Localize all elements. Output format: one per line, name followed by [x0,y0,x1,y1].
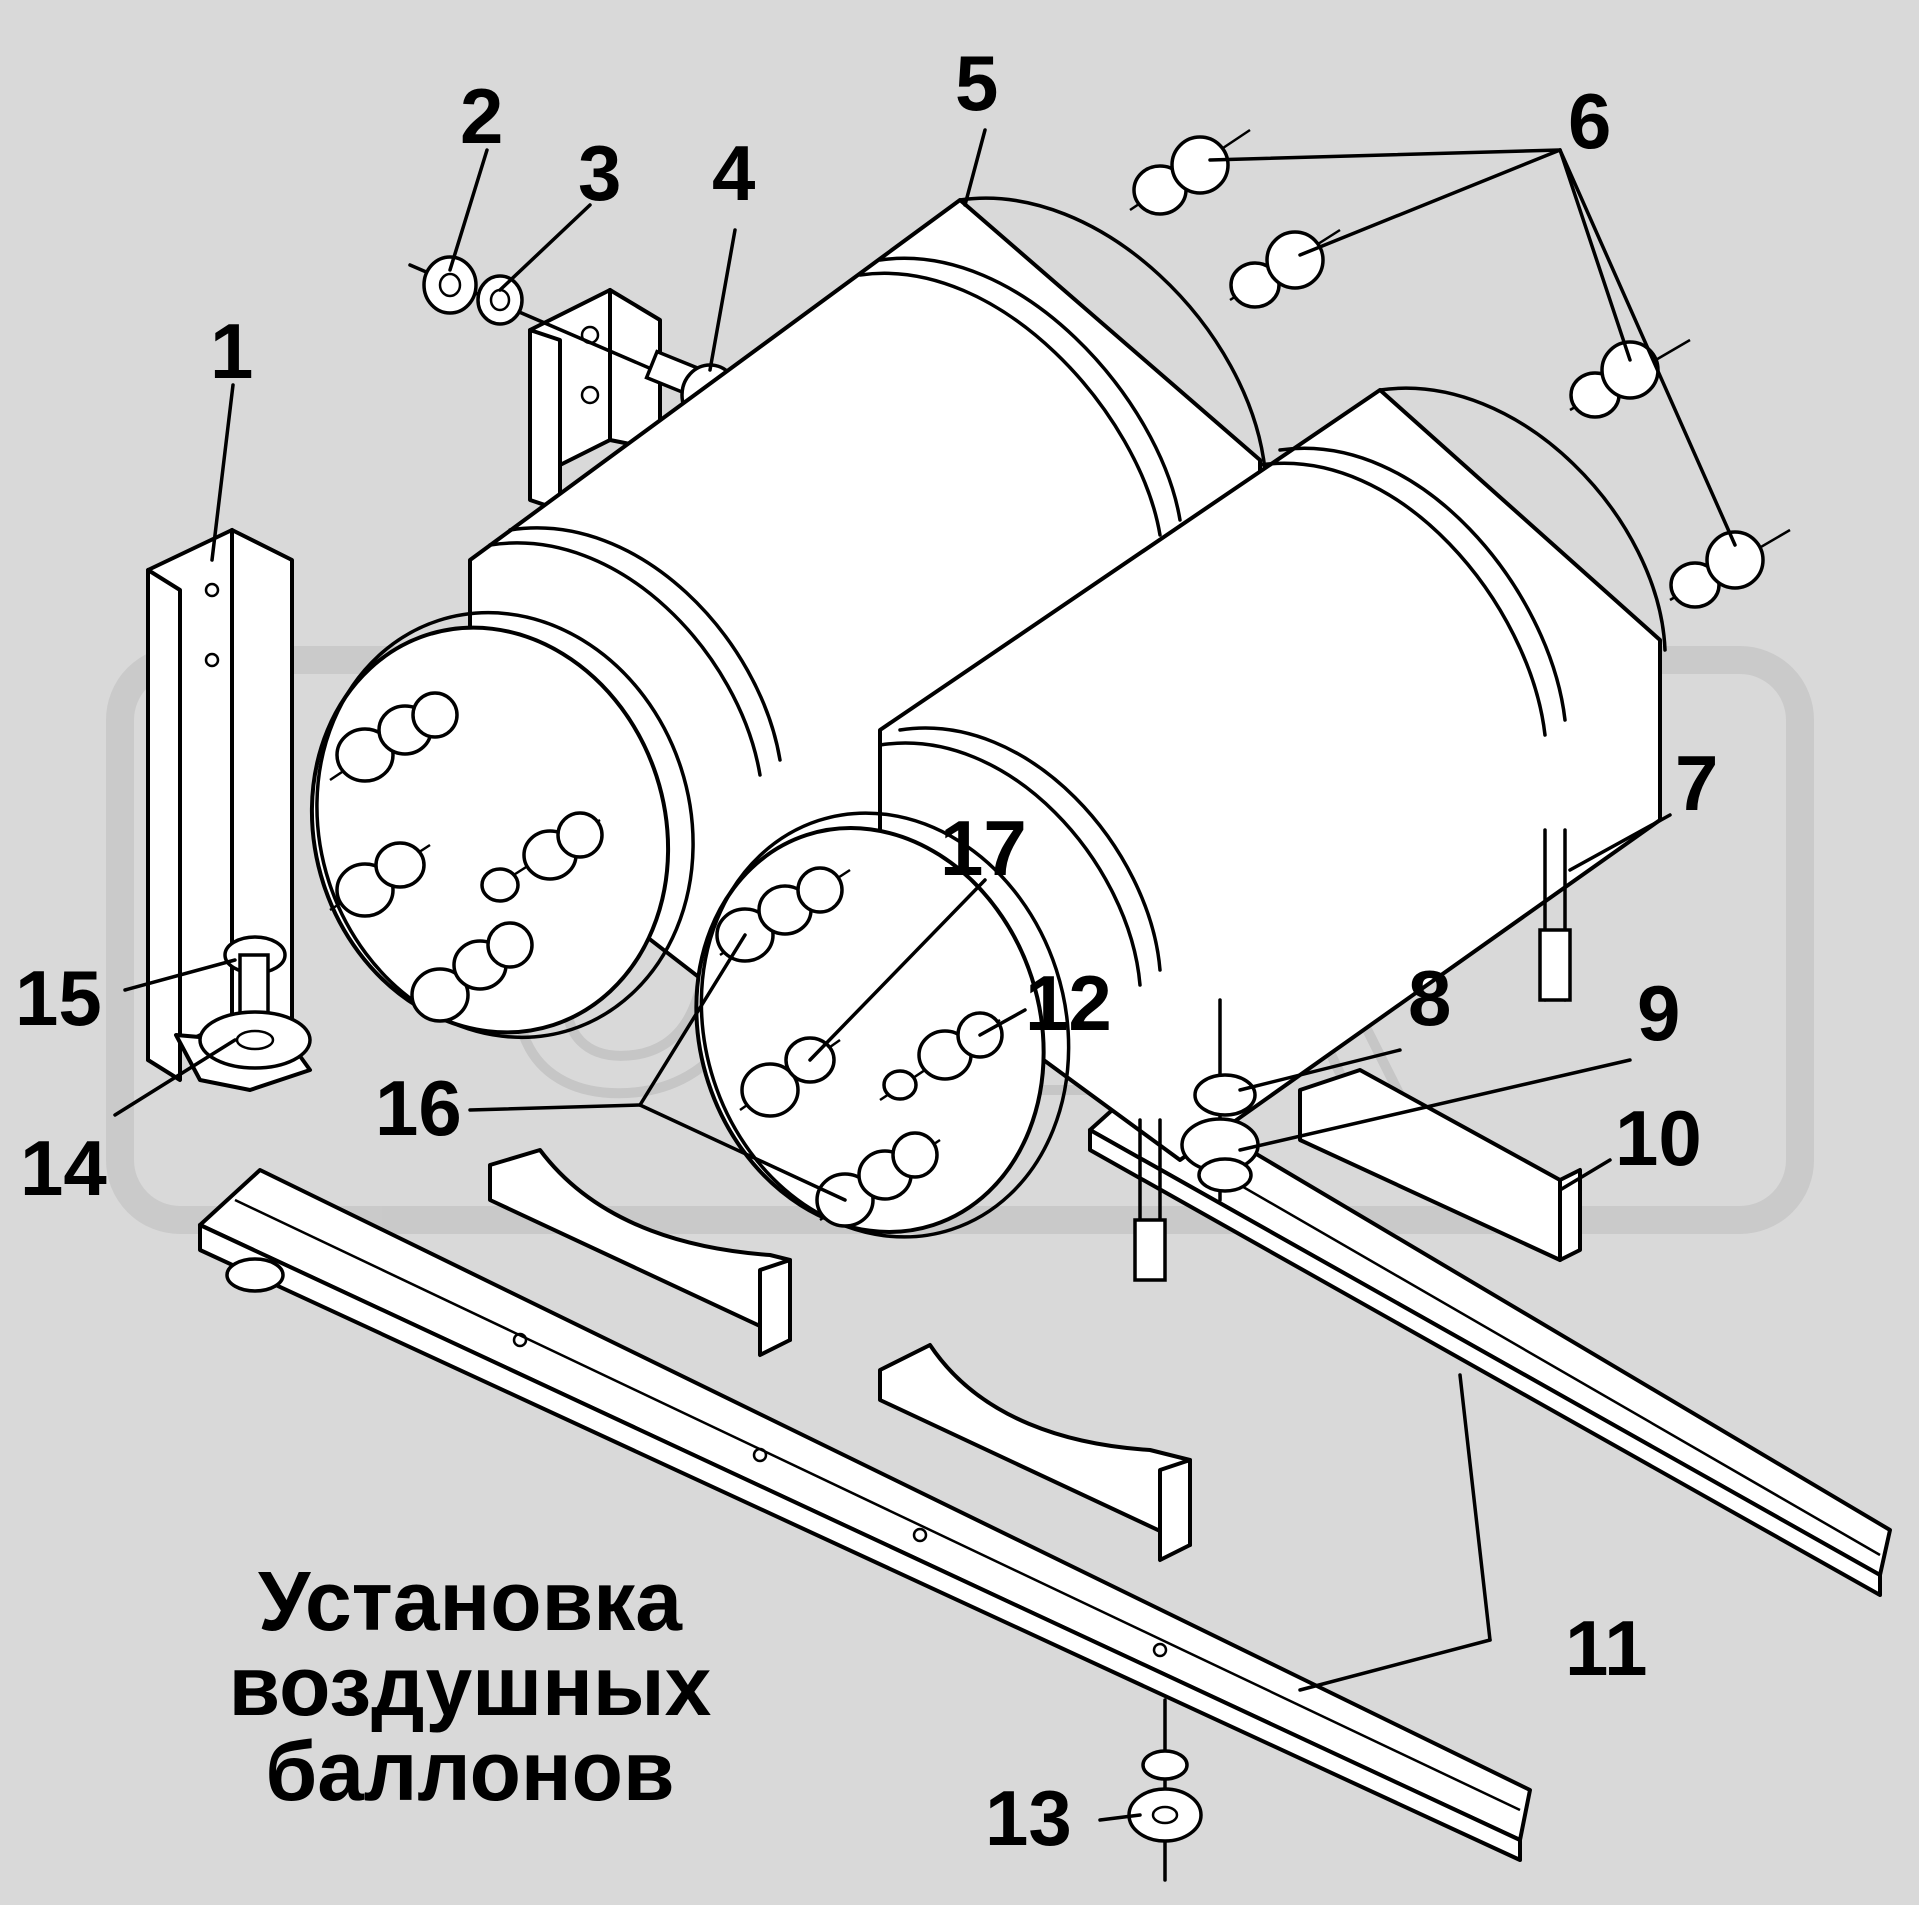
fittings-left-cap [329,691,604,1023]
callout-2: 2 [460,72,503,160]
drain-plugs-6 [1129,128,1791,609]
caption: Установка воздушных баллонов [229,1554,712,1818]
callout-15: 15 [15,954,102,1042]
caption-line-2: воздушных [229,1639,712,1733]
callout-6: 6 [1568,77,1611,165]
valve-8-9 [1180,998,1260,1202]
callout-1: 1 [210,307,253,395]
callout-8: 8 [1408,954,1451,1042]
callout-7: 7 [1675,739,1718,827]
cradle-rear [1298,1068,1582,1262]
strap-7 [1538,828,1572,1002]
leader-lines [113,128,1737,1822]
caption-line-3: баллонов [265,1724,674,1818]
callout-17: 17 [940,804,1027,892]
callout-14: 14 [20,1124,107,1212]
bolt-15 [198,935,312,1070]
rail-front [198,1168,1532,1862]
callout-10: 10 [1615,1094,1702,1182]
strap-front [1133,1118,1167,1282]
callout-16: 16 [375,1064,462,1152]
bracket-left [146,528,312,1092]
caption-line-1: Установка [258,1554,683,1648]
callout-3: 3 [578,129,621,217]
callout-9: 9 [1637,969,1680,1057]
cradle-lower [878,1343,1192,1562]
callout-12: 12 [1025,959,1112,1047]
callout-5: 5 [955,39,998,127]
nut-13 [1127,1698,1203,1882]
callout-13: 13 [985,1774,1072,1862]
callout-4: 4 [712,129,755,217]
callouts: 1 2 3 4 5 6 7 8 9 10 11 12 13 14 15 16 1… [15,39,1718,1862]
callout-11: 11 [1565,1604,1647,1692]
cradle-mid [488,1148,792,1357]
